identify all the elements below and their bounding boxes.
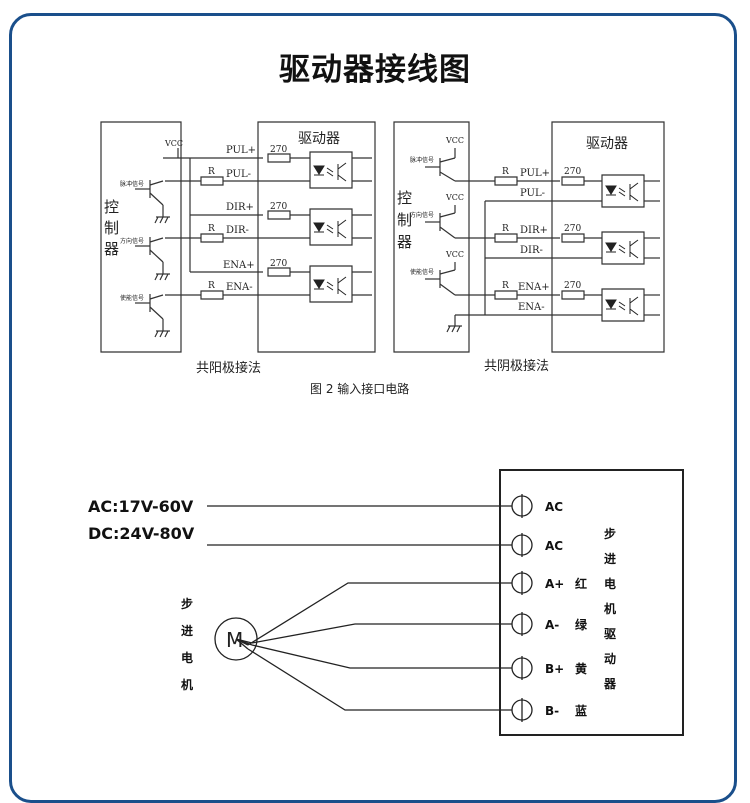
- driver-label-4: 机: [604, 601, 616, 616]
- left-pul-minus: PUL-: [226, 169, 251, 180]
- right-ena-minus: ENA-: [518, 302, 545, 313]
- right-driver-label: 驱动器: [586, 136, 628, 152]
- left-vcc-label: VCC: [164, 139, 183, 148]
- left-caption: 共阳极接法: [196, 360, 261, 376]
- left-270-1: 270: [270, 145, 287, 155]
- left-r3-label: R: [208, 281, 215, 291]
- right-dir-minus: DIR-: [520, 245, 543, 256]
- wire-color-red: 红: [575, 576, 587, 591]
- terminal-label-ac-1: AC: [545, 500, 563, 514]
- driver-box: [500, 470, 683, 735]
- driver-label-3: 电: [604, 576, 616, 591]
- left-270-2: 270: [270, 202, 287, 212]
- terminal-label-a-plus: A+: [545, 577, 564, 591]
- motor-label-3: 电: [181, 650, 193, 665]
- terminal-b-plus: [512, 656, 532, 680]
- terminal-a-minus: [512, 612, 532, 636]
- motor-wiring-diagram: AC:17V-60V DC:24V-80V M 步 进 电 机 AC AC A+…: [88, 415, 750, 775]
- driver-label-6: 动: [604, 652, 616, 666]
- right-vcc-1: VCC: [445, 136, 464, 145]
- right-dir-plus: DIR+: [520, 225, 548, 236]
- terminal-label-ac-2: AC: [545, 539, 563, 553]
- motor-label-4: 机: [181, 677, 193, 692]
- terminal-a-plus: [512, 571, 532, 595]
- right-sig-dir: 方向信号: [410, 211, 434, 219]
- motor-label-2: 进: [181, 623, 193, 638]
- driver-label-1: 步: [604, 526, 616, 541]
- left-r2-label: R: [208, 224, 215, 234]
- right-sig-pulse: 脉冲信号: [410, 156, 434, 164]
- driver-label-2: 进: [604, 551, 616, 566]
- left-dir-minus: DIR-: [226, 225, 249, 236]
- right-pul-plus: PUL+: [520, 168, 550, 179]
- wire-color-green: 绿: [575, 617, 588, 632]
- left-driver-label: 驱动器: [298, 131, 340, 147]
- right-vcc-3: VCC: [445, 250, 464, 259]
- left-controller-box: [101, 122, 181, 352]
- right-driver-box: [552, 122, 664, 352]
- figure-caption: 图 2 输入接口电路: [310, 381, 409, 396]
- right-controller-char-2: 制: [397, 211, 412, 229]
- left-controller-char-2: 制: [104, 219, 119, 237]
- left-ena-minus: ENA-: [226, 282, 253, 293]
- right-r2-label: R: [502, 224, 509, 234]
- dc-voltage-range: DC:24V-80V: [88, 524, 195, 543]
- left-r1-label: R: [208, 167, 215, 177]
- terminal-label-b-minus: B-: [545, 704, 559, 718]
- right-vcc-2: VCC: [445, 193, 464, 202]
- terminal-ac-2: [512, 533, 532, 557]
- wire-color-yellow: 黄: [575, 661, 587, 676]
- terminal-ac-1: [512, 494, 532, 518]
- right-controller-char-3: 器: [397, 233, 412, 251]
- terminal-b-minus: [512, 698, 532, 722]
- left-pul-plus: PUL+: [226, 145, 256, 156]
- right-controller-char-1: 控: [397, 189, 412, 207]
- terminal-label-b-plus: B+: [545, 662, 564, 676]
- motor-label-1: 步: [181, 596, 193, 611]
- left-sig-pulse: 脉冲信号: [120, 180, 144, 188]
- right-270-2: 270: [564, 224, 581, 234]
- page-title: 驱动器接线图: [279, 52, 471, 88]
- left-270-3: 270: [270, 259, 287, 269]
- right-controller-box: [394, 122, 469, 352]
- left-controller-char-3: 器: [104, 240, 119, 258]
- left-sig-dir: 方向信号: [120, 237, 144, 245]
- left-driver-box: [258, 122, 375, 352]
- right-ena-plus: ENA+: [518, 282, 550, 293]
- left-dir-plus: DIR+: [226, 202, 254, 213]
- ac-voltage-range: AC:17V-60V: [88, 497, 194, 516]
- right-caption: 共阴极接法: [484, 358, 549, 374]
- left-controller-char-1: 控: [104, 198, 119, 216]
- left-sig-enable: 使能信号: [120, 294, 144, 302]
- right-270-3: 270: [564, 281, 581, 291]
- right-pul-minus: PUL-: [520, 188, 545, 199]
- left-ena-plus: ENA+: [223, 260, 255, 271]
- input-circuit-figure: 驱动器 控 制 器 VCC PUL+ PUL- DIR+ DIR- ENA+ E…: [0, 0, 750, 396]
- right-r1-label: R: [502, 167, 509, 177]
- right-sig-enable: 使能信号: [410, 268, 434, 276]
- driver-label-5: 驱: [604, 627, 616, 641]
- motor-symbol: M: [226, 628, 243, 652]
- wire-color-blue: 蓝: [575, 703, 587, 718]
- right-270-1: 270: [564, 167, 581, 177]
- terminal-label-a-minus: A-: [545, 618, 559, 632]
- driver-label-7: 器: [603, 677, 617, 691]
- right-r3-label: R: [502, 281, 509, 291]
